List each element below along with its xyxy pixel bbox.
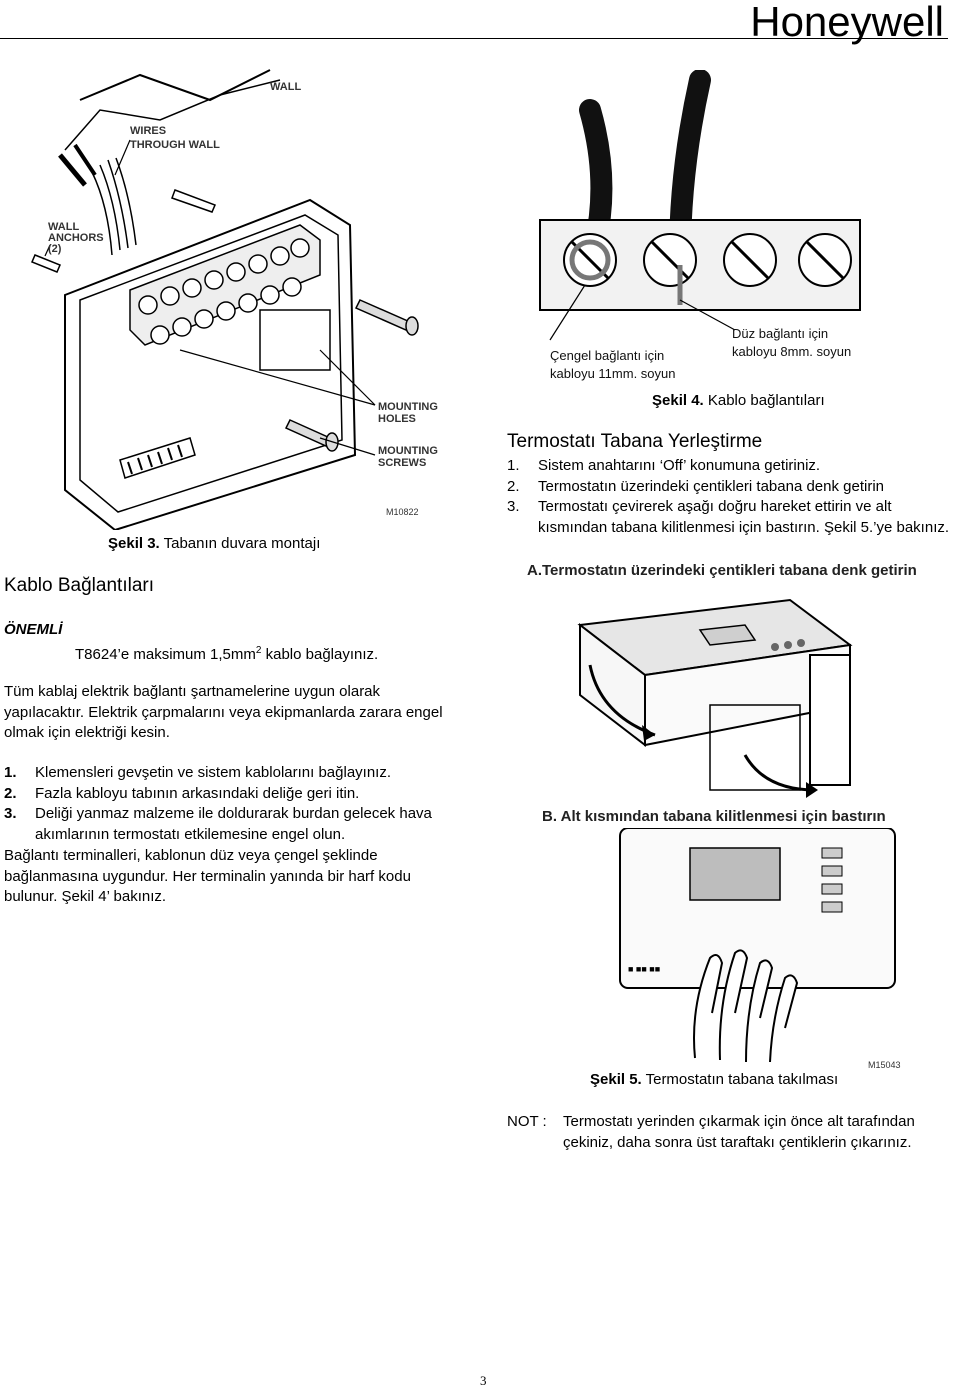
label-wall-anchors-1: WALL	[48, 221, 79, 233]
figure-4-caption-text: Kablo bağlantıları	[703, 392, 825, 409]
important-text: T8624’e maksimum 1,5mm2 kablo bağlayınız…	[75, 645, 379, 663]
brand-logo: Honeywell	[750, 0, 944, 45]
figure-5-label-b: B. Alt kısmından tabana kilitlenmesi içi…	[542, 808, 886, 825]
label-mounting-screws-2: SCREWS	[378, 457, 426, 469]
label-mounting-holes-1: MOUNTING	[378, 401, 438, 413]
note-block: NOT : Termostatı yerinden çıkarmak için …	[507, 1112, 927, 1153]
figure-3-caption-text: Tabanın duvara montajı	[159, 535, 321, 552]
note-text: Termostatı yerinden çıkarmak için önce a…	[563, 1113, 915, 1151]
section-title-wiring: Kablo Bağlantıları	[4, 575, 154, 596]
figure-3-code: M10822	[386, 507, 419, 517]
wiring-steps: 1.Klemensleri gevşetin ve sistem kablola…	[4, 763, 464, 845]
header-rule	[0, 38, 948, 39]
figure-5-step-b-drawing: ■ ■■ ■■ M15043	[619, 828, 901, 1070]
figure-4-caption-number: Şekil 4.	[652, 392, 704, 409]
label-wall: WALL	[270, 81, 301, 93]
wiring-step-1: 1.Klemensleri gevşetin ve sistem kablola…	[4, 764, 392, 781]
placement-step-3: 3.Termostatı çevirerek aşağı doğru harek…	[507, 498, 950, 536]
figure-4-caption: Şekil 4. Kablo bağlantıları	[652, 392, 825, 409]
important-label: ÖNEMLİ	[4, 621, 63, 638]
label-straight-connection-1: Düz bağlantı için	[732, 326, 828, 341]
wiring-step-3: 3.Deliği yanmaz malzeme ile doldurarak b…	[4, 805, 432, 843]
figure-5-caption: Şekil 5. Termostatın tabana takılması	[590, 1071, 838, 1088]
label-through-wall: THROUGH WALL	[130, 139, 220, 151]
label-wall-anchors-3: (2)	[48, 243, 62, 255]
wiring-warning-paragraph: Tüm kablaj elektrik bağlantı şartnameler…	[4, 683, 443, 741]
figure-5-label-a: A.Termostatın üzerindeki çentikleri taba…	[527, 562, 917, 579]
section-title-placement: Termostatı Tabana Yerleştirme	[507, 431, 763, 452]
placement-step-2: 2.Termostatın üzerindeki çentikleri taba…	[507, 477, 885, 495]
figure-3-caption: Şekil 3. Tabanın duvara montajı	[108, 535, 320, 552]
figure-5-step-a-drawing	[577, 598, 853, 798]
label-straight-connection-2: kabloyu 8mm. soyun	[732, 344, 851, 359]
figure-5-code: M15043	[868, 1060, 901, 1070]
placement-steps: 1.Sistem anahtarını ‘Off’ konumuna getir…	[507, 456, 957, 538]
figure-5-caption-text: Termostatın tabana takılması	[641, 1071, 839, 1088]
label-wall-anchors-2: ANCHORS	[48, 232, 104, 244]
figure-3-base-mounting-drawing: WALL WIRES THROUGH WALL WALL ANCHORS (2)…	[31, 69, 438, 530]
figure-4-wire-connections-drawing: Çengel bağlantı için kabloyu 11mm. soyun…	[539, 70, 861, 381]
label-mounting-screws-1: MOUNTING	[378, 445, 438, 457]
figure-3-caption-number: Şekil 3.	[108, 535, 160, 552]
label-hook-connection-1: Çengel bağlantı için	[550, 348, 664, 363]
label-wires: WIRES	[130, 125, 166, 137]
note-label: NOT :	[507, 1113, 547, 1130]
label-hook-connection-2: kabloyu 11mm. soyun	[550, 366, 676, 381]
figure-5-caption-number: Şekil 5.	[590, 1071, 642, 1088]
wiring-step-2: 2.Fazla kabloyu tabının arkasındaki deli…	[4, 784, 360, 802]
wiring-terminal-paragraph: Bağlantı terminalleri, kablonun düz veya…	[4, 847, 411, 905]
placement-step-1: 1.Sistem anahtarını ‘Off’ konumuna getir…	[507, 457, 821, 474]
label-mounting-holes-2: HOLES	[378, 413, 416, 425]
page-number: 3	[480, 1373, 487, 1388]
svg-text:■ ■■ ■■: ■ ■■ ■■	[628, 964, 660, 974]
